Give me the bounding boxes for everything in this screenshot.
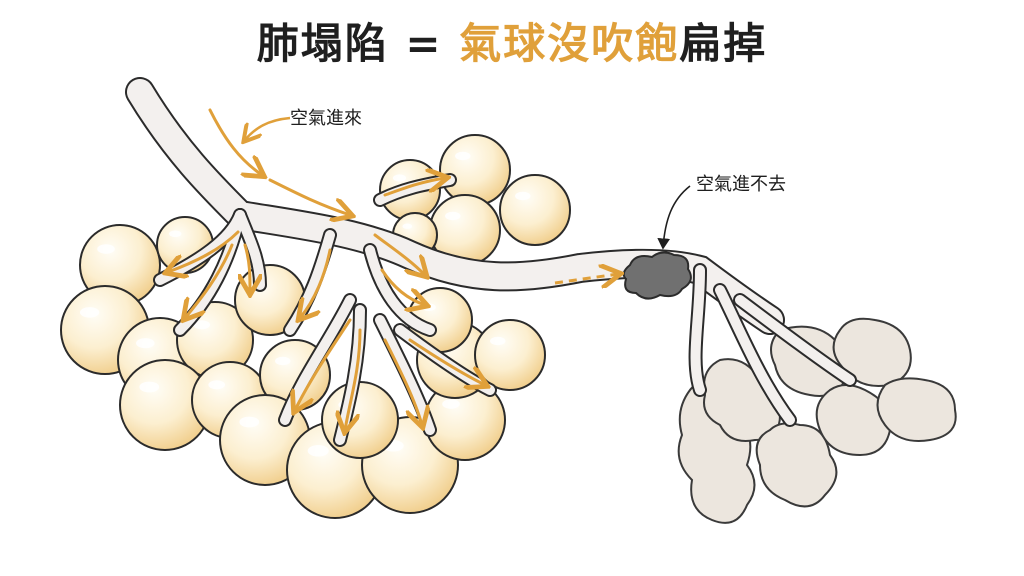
alveolus-highlight: [402, 223, 413, 229]
title-highlight: 氣球沒吹飽: [459, 19, 680, 68]
alveolus-highlight: [455, 151, 471, 161]
airflow-arrow: [373, 233, 425, 275]
title-equals: =: [405, 19, 443, 68]
mucus-blockage: [622, 251, 692, 300]
alveolus-highlight: [136, 338, 155, 349]
page-title: 肺塌陷 = 氣球沒吹飽扁掉: [0, 10, 1024, 71]
alveolus: [499, 174, 571, 246]
air-blocked-pointer: [657, 185, 691, 250]
alveolus: [474, 319, 546, 391]
alveolus-highlight: [97, 244, 115, 254]
alveolus-highlight: [169, 230, 182, 238]
airflow-arrow: [380, 268, 425, 305]
airflow-arrow: [168, 230, 240, 272]
airflow-arrow: [208, 108, 262, 175]
inflated-alveoli: [60, 134, 571, 519]
alveolus-highlight: [239, 416, 260, 428]
alveolus-highlight: [490, 336, 506, 346]
airflow-arrow: [383, 338, 422, 425]
airflow-arrow: [408, 338, 485, 385]
airflow-arrow: [383, 178, 445, 197]
alveolus-highlight: [208, 380, 226, 390]
alveolus-highlight: [515, 191, 531, 201]
blocked-airflow-arrow: [554, 274, 618, 283]
alveolus: [439, 134, 511, 206]
alveolus-highlight: [307, 445, 329, 457]
alveolus: [321, 381, 399, 459]
air-in-label: 空氣進來: [290, 108, 362, 129]
airflow-arrow: [345, 328, 362, 430]
airflow-arrow: [295, 318, 352, 410]
airflow-arrow: [185, 243, 234, 318]
alveolus-highlight: [79, 307, 100, 318]
alveolus-highlight: [139, 381, 160, 393]
title-part-1: 肺塌陷: [256, 19, 389, 68]
airflow-arrow: [300, 248, 332, 318]
alveolus-highlight: [392, 174, 407, 182]
air-blocked-label: 空氣進不去: [696, 174, 786, 195]
alveolus-highlight: [442, 399, 460, 409]
alveolus-highlight: [275, 356, 291, 366]
airflow-arrow: [268, 178, 350, 215]
air-in-pointer: [245, 116, 291, 140]
title-part-2: 扁掉: [679, 19, 768, 68]
airflow-arrow: [245, 243, 250, 292]
alveolus-highlight: [445, 211, 461, 221]
